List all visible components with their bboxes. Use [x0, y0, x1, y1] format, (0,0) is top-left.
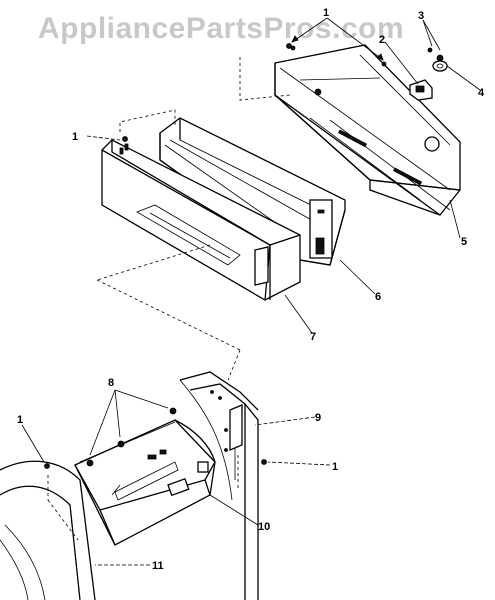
- leader-lines: [21, 17, 481, 566]
- callout-3: 3: [418, 10, 424, 22]
- assembly-guides-upper: [96, 57, 291, 381]
- watermark: AppliancePartsPros.com: [38, 12, 405, 45]
- callout-6: 6: [375, 291, 381, 303]
- callout-10: 10: [258, 521, 270, 533]
- part-1-screws: [44, 43, 292, 469]
- part-8-screws: [86, 407, 177, 467]
- callout-1-right: 1: [332, 461, 338, 473]
- callout-1-middle: 1: [72, 131, 78, 143]
- part-5-rear-housing: [274, 44, 461, 216]
- callout-11: 11: [152, 560, 164, 572]
- part-2-bracket: [409, 79, 433, 101]
- callout-4: 4: [478, 87, 485, 99]
- callout-5: 5: [461, 236, 467, 248]
- part-11-cabinet-base: [0, 460, 96, 600]
- callout-1-left: 1: [17, 414, 23, 426]
- part-3-screw: [427, 47, 444, 62]
- callout-7: 7: [310, 331, 316, 343]
- callout-labels: 1 2 3 4 5 1 6 7 8 9 1 1 10 11: [17, 7, 485, 572]
- part-4-clip: [432, 60, 448, 72]
- callout-9: 9: [315, 412, 321, 424]
- callout-8: 8: [108, 377, 114, 389]
- part-7-front-panel: [101, 139, 301, 301]
- part-9-cabinet-side: [179, 371, 259, 600]
- callout-2: 2: [379, 34, 385, 46]
- callout-1-top: 1: [323, 7, 329, 19]
